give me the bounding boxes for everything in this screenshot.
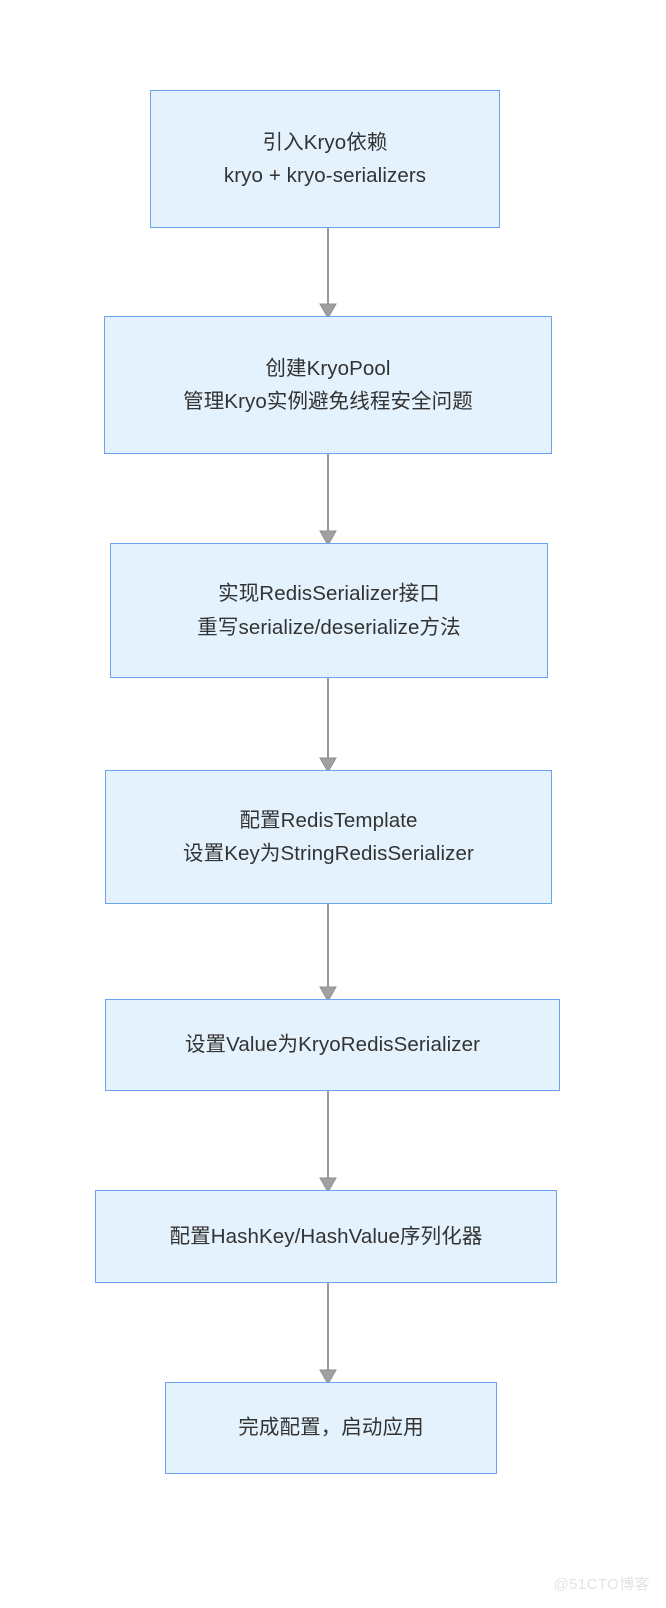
arrowhead-n6-n7 <box>319 1369 337 1386</box>
flow-node-create-kryopool[interactable]: 创建KryoPool 管理Kryo实例避免线程安全问题 <box>104 316 552 454</box>
arrowhead-n5-n6 <box>319 1177 337 1194</box>
flow-node-line: 创建KryoPool <box>265 356 391 380</box>
flow-node-line: 设置Value为KryoRedisSerializer <box>184 1033 481 1057</box>
flow-node-line: 配置HashKey/HashValue序列化器 <box>169 1224 483 1248</box>
flow-node-line: 实现RedisSerializer接口 <box>218 582 440 606</box>
arrowhead-n2-n3 <box>319 530 337 547</box>
flow-node-line: 重写serialize/deserialize方法 <box>197 615 461 639</box>
flow-node-configure-hash-serializers[interactable]: 配置HashKey/HashValue序列化器 <box>95 1190 557 1283</box>
flow-node-finish-and-start-app[interactable]: 完成配置，启动应用 <box>165 1382 497 1474</box>
flow-node-line: 设置Key为StringRedisSerializer <box>183 842 474 865</box>
flow-node-configure-redistemplate[interactable]: 配置RedisTemplate 设置Key为StringRedisSeriali… <box>105 770 552 904</box>
flow-node-line: 完成配置，启动应用 <box>238 1416 424 1440</box>
arrowhead-n3-n4 <box>319 757 337 774</box>
flow-node-set-value-serializer[interactable]: 设置Value为KryoRedisSerializer <box>105 999 560 1091</box>
flow-node-import-kryo-dependency[interactable]: 引入Kryo依赖 kryo + kryo-serializers <box>150 90 500 228</box>
flow-node-line: 管理Kryo实例避免线程安全问题 <box>183 390 473 413</box>
watermark-label: @51CTO博客 <box>553 1576 650 1593</box>
flow-node-implement-redisserializer[interactable]: 实现RedisSerializer接口 重写serialize/deserial… <box>110 543 548 678</box>
arrowhead-n1-n2 <box>319 303 337 320</box>
flow-node-line: 配置RedisTemplate <box>239 808 418 832</box>
arrowhead-n4-n5 <box>319 986 337 1003</box>
flow-node-line: kryo + kryo-serializers <box>223 164 427 187</box>
flow-node-line: 引入Kryo依赖 <box>262 130 388 154</box>
